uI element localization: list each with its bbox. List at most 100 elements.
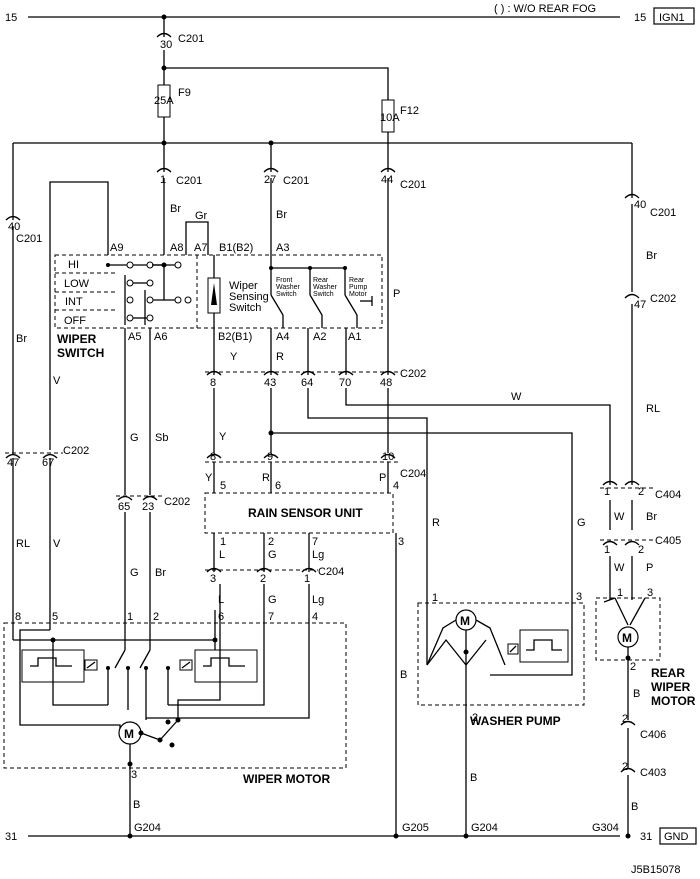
c202-upper: 8 43 64 70 48 C202 Y G R W [205,368,611,665]
svg-text:2: 2 [622,713,628,725]
svg-text:C201: C201 [400,179,426,191]
svg-text:1: 1 [160,174,166,186]
svg-text:W: W [614,562,625,574]
svg-text:A2: A2 [313,331,326,343]
svg-text:1: 1 [304,573,310,585]
g205: G205 [402,822,429,834]
header-note: ( ) : W/O REAR FOG [494,3,596,15]
svg-text:C202: C202 [63,445,89,457]
svg-text:G: G [577,517,586,529]
switch-hi: HI [68,259,79,271]
rear-motor-m: M [622,631,632,645]
svg-text:10: 10 [382,451,394,463]
svg-text:1: 1 [220,536,226,548]
svg-text:2: 2 [622,761,628,773]
svg-text:P: P [646,562,653,574]
wiper-motor-label: WIPER MOTOR [243,772,330,786]
svg-text:C201: C201 [283,175,309,187]
svg-text:7: 7 [268,611,274,623]
ground-bus: 31 31 GND G204 G205 G204 G304 J5B15078 [5,822,697,876]
svg-text:Washer: Washer [276,284,301,291]
switch-low: LOW [64,278,90,290]
fuse-section: 30 C201 25A F9 10A F12 [13,17,632,172]
ign-label: IGN1 [659,12,685,24]
wiper-switch-title1: WIPER [57,332,97,346]
svg-text:Y: Y [219,431,227,443]
svg-text:R: R [276,351,284,363]
svg-text:B1(B2): B1(B2) [219,242,253,254]
svg-text:B: B [633,688,640,700]
c204-upper: 8 9 10 C204 Y R P 5 6 4 [205,451,426,493]
fuse-f9-label: F9 [178,87,191,99]
svg-text:6: 6 [218,611,224,623]
c202-lower: 47 67 C202 RL V 65 23 C202 G Br [5,445,190,630]
svg-text:Lg: Lg [312,549,324,561]
switch-output-wires: G Sb Y R [124,328,347,495]
svg-text:RL: RL [646,403,660,415]
switch-off: OFF [64,315,86,327]
washer-pump: 1 3 M 2 WASHER PUMP B [417,591,585,836]
svg-text:67: 67 [42,457,54,469]
svg-text:9: 9 [267,451,273,463]
svg-text:V: V [53,375,61,387]
svg-text:Lg: Lg [312,594,324,606]
svg-text:Br: Br [646,250,657,262]
svg-text:Br: Br [16,333,27,345]
svg-text:47: 47 [634,299,646,311]
svg-text:Pump: Pump [349,284,367,291]
svg-text:R: R [262,472,270,484]
svg-text:A4: A4 [276,331,289,343]
svg-text:3: 3 [647,587,653,599]
svg-text:G: G [130,567,139,579]
svg-text:2: 2 [638,486,644,498]
svg-text:3: 3 [210,573,216,585]
bus-15-left: 15 [5,12,17,24]
connector-c201-30 [156,32,172,38]
rear-motor-label3: MOTOR [651,694,696,708]
g204-left: G204 [134,822,161,834]
svg-text:C202: C202 [650,293,676,305]
svg-text:23: 23 [142,501,154,513]
rear-motor-label1: REAR [651,666,685,680]
svg-text:3: 3 [131,769,137,781]
svg-text:4: 4 [312,611,318,623]
wiper-motor-m: M [124,727,134,741]
svg-text:L: L [219,549,225,561]
bus-31-right: 31 [640,831,652,843]
svg-text:B: B [133,799,140,811]
wiper-motor: 8 5 1 2 M [3,610,347,836]
svg-text:A7: A7 [194,242,207,254]
svg-text:G: G [268,594,277,606]
svg-text:44: 44 [381,174,393,186]
svg-text:R: R [432,517,440,529]
c201-row: 1 C201 27 C201 44 C201 40 C201 40 C201 [5,143,676,245]
svg-text:C201: C201 [650,207,676,219]
svg-text:Y: Y [205,472,213,484]
svg-text:Rear: Rear [313,277,329,284]
svg-text:C405: C405 [655,535,681,547]
svg-text:Rear: Rear [349,277,365,284]
svg-text:2: 2 [260,573,266,585]
svg-text:2: 2 [153,611,159,623]
svg-text:1: 1 [617,587,623,599]
g304: G304 [592,822,619,834]
svg-text:Switch: Switch [276,291,297,298]
svg-text:4: 4 [393,480,399,492]
ign-box [653,7,695,25]
svg-text:A9: A9 [110,242,123,254]
c201-label: C201 [178,33,204,45]
svg-text:W: W [511,391,522,403]
rear-wiper-branch: Br 47 C202 RL 1 2 C404 W Br 1 2 C405 W P… [595,204,696,836]
svg-text:Br: Br [155,567,166,579]
svg-text:Sb: Sb [155,432,168,444]
svg-text:1: 1 [604,544,610,556]
svg-text:3: 3 [576,591,582,603]
bus-31-left: 31 [5,831,17,843]
svg-text:C202: C202 [164,496,190,508]
svg-text:2: 2 [472,712,478,724]
fuse-f12-rating: 10A [380,112,400,124]
fuse-f9-rating: 25A [154,95,174,107]
svg-text:48: 48 [380,377,392,389]
svg-text:8: 8 [15,611,21,623]
